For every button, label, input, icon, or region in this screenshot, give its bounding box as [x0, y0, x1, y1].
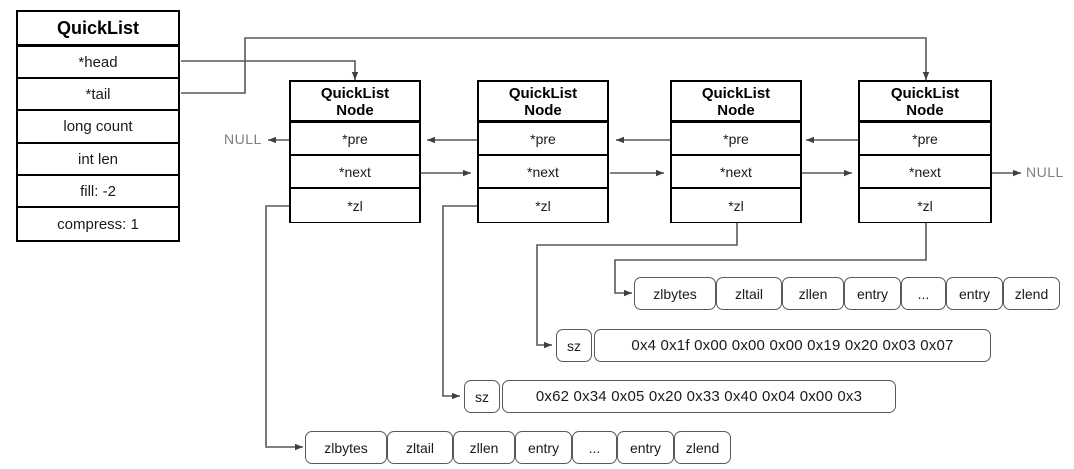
wire-node1-zl-ziplist-lower [265, 205, 303, 451]
ziplist-upper-cell-entry-2: entry [946, 277, 1003, 310]
null-label-head: NULL [224, 131, 262, 147]
ziplist-lower-cell-ellipsis: ... [572, 431, 617, 464]
quicklist-field-tail: *tail [18, 79, 178, 111]
quicklist-field-fill: fill: -2 [18, 176, 178, 208]
node-1-field-pre: *pre [291, 123, 419, 156]
node-4-title: QuickList Node [860, 82, 990, 123]
ziplist-upper-cell-zlend: zlend [1003, 277, 1060, 310]
quicklist-node-3: QuickList Node *pre *next *zl [670, 80, 802, 223]
node-2-title-line1: QuickList [508, 85, 578, 102]
node-3-title: QuickList Node [672, 82, 800, 123]
node-3-field-zl: *zl [672, 189, 800, 222]
quicklist-field-count: long count [18, 111, 178, 144]
node-3-title-line2: Node [717, 102, 755, 119]
node-4-field-zl: *zl [860, 189, 990, 222]
blob-lower-size-label: sz [464, 380, 500, 413]
quicklist-node-4: QuickList Node *pre *next *zl [858, 80, 992, 223]
node-4-title-line1: QuickList [890, 85, 960, 102]
quicklist-struct: QuickList *head *tail long count int len… [16, 10, 180, 242]
node-4-field-pre: *pre [860, 123, 990, 156]
ziplist-upper-cell-zllen: zllen [782, 277, 844, 310]
ziplist-lower-cell-entry-2: entry [617, 431, 674, 464]
blob-upper-size-label: sz [556, 329, 592, 362]
wire-node2-zl-blob-lower [442, 205, 477, 400]
null-label-tail: NULL [1026, 164, 1064, 180]
ziplist-upper-cell-zltail: zltail [716, 277, 782, 310]
quicklist-field-head: *head [18, 47, 178, 79]
ziplist-lower-cell-zlbytes: zlbytes [305, 431, 387, 464]
ziplist-lower-cell-entry-1: entry [515, 431, 572, 464]
node-1-title: QuickList Node [291, 82, 419, 123]
quicklist-node-1: QuickList Node *pre *next *zl [289, 80, 421, 223]
node-2-title-line2: Node [524, 102, 562, 119]
node-4-title-line2: Node [906, 102, 944, 119]
blob-upper-bytes: 0x4 0x1f 0x00 0x00 0x00 0x19 0x20 0x03 0… [594, 329, 991, 362]
ziplist-lower-cell-zlend: zlend [674, 431, 731, 464]
node-1-title-line2: Node [336, 102, 374, 119]
ziplist-lower-cell-zllen: zllen [453, 431, 515, 464]
quicklist-title: QuickList [18, 12, 178, 47]
node-2-title: QuickList Node [479, 82, 607, 123]
quicklist-field-len: int len [18, 144, 178, 176]
wire-head-to-node1 [181, 60, 359, 80]
node-2-field-next: *next [479, 156, 607, 189]
ziplist-upper-cell-entry-1: entry [844, 277, 901, 310]
node-2-field-pre: *pre [479, 123, 607, 156]
blob-lower-bytes: 0x62 0x34 0x05 0x20 0x33 0x40 0x04 0x00 … [502, 380, 896, 413]
quicklist-field-compress: compress: 1 [18, 208, 178, 240]
node-1-field-next: *next [291, 156, 419, 189]
node-3-field-next: *next [672, 156, 800, 189]
node-3-title-line1: QuickList [701, 85, 771, 102]
ziplist-upper-cell-zlbytes: zlbytes [634, 277, 716, 310]
quicklist-node-2: QuickList Node *pre *next *zl [477, 80, 609, 223]
node-2-field-zl: *zl [479, 189, 607, 222]
node-3-field-pre: *pre [672, 123, 800, 156]
node-1-title-line1: QuickList [320, 85, 390, 102]
node-4-field-next: *next [860, 156, 990, 189]
node-1-field-zl: *zl [291, 189, 419, 222]
ziplist-upper-cell-ellipsis: ... [901, 277, 946, 310]
ziplist-lower-cell-zltail: zltail [387, 431, 453, 464]
